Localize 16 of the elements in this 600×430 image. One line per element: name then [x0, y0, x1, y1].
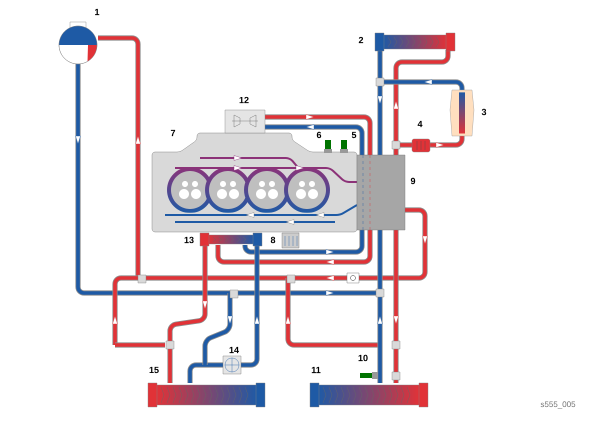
- callout-number: 13: [184, 236, 194, 244]
- callout-number: 6: [316, 132, 322, 138]
- callout-number: 9: [410, 178, 416, 184]
- callout-number: 1: [95, 8, 100, 16]
- callout-number: 11: [312, 366, 320, 374]
- figure-code: s555_005: [540, 401, 576, 409]
- callout-number: 8: [270, 236, 276, 244]
- callout-number: 10: [358, 354, 368, 362]
- callout-number: 15: [150, 366, 159, 374]
- callout-number: 7: [170, 130, 176, 136]
- callout-number: 5: [352, 132, 356, 138]
- callout-number: 14: [230, 346, 239, 354]
- callout-number: 2: [358, 36, 364, 44]
- callout-number: 3: [482, 108, 486, 116]
- callout-number: 4: [418, 120, 422, 128]
- callout-number: 12: [240, 96, 249, 104]
